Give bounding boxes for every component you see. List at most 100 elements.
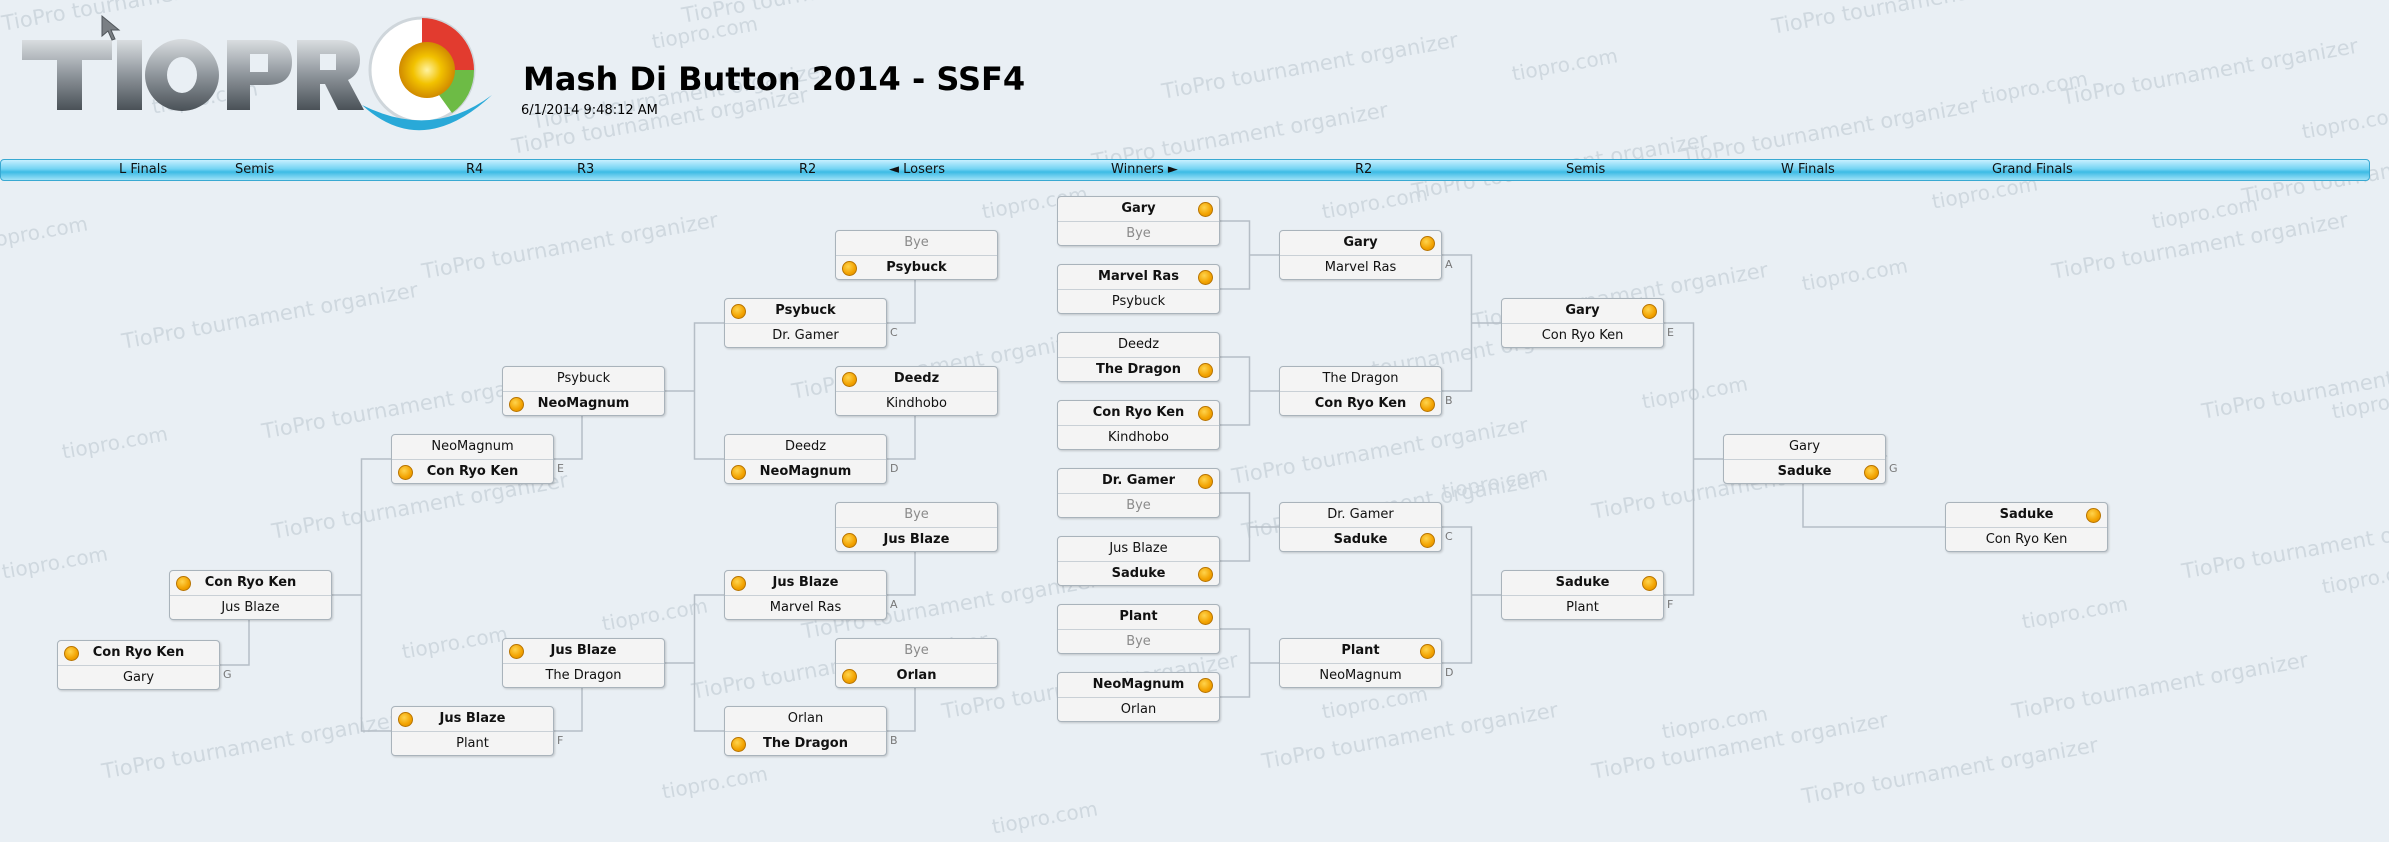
- player-slot[interactable]: Bye: [1058, 221, 1219, 245]
- winner-dot-icon: [509, 644, 524, 659]
- player-slot[interactable]: The Dragon: [503, 663, 664, 687]
- player-slot[interactable]: Kindhobo: [836, 391, 997, 415]
- match-label: F: [557, 734, 564, 747]
- player-slot[interactable]: Gary: [1788, 439, 1821, 454]
- player-slot[interactable]: Saduke: [1280, 527, 1441, 551]
- player-slot[interactable]: NeoMagnum: [431, 439, 514, 454]
- player-slot[interactable]: Dr. Gamer: [1327, 507, 1394, 522]
- player-slot[interactable]: The Dragon: [1322, 371, 1399, 386]
- player-slot[interactable]: Psybuck: [725, 299, 886, 323]
- player-slot[interactable]: Saduke: [1502, 571, 1663, 595]
- player-slot[interactable]: Dr. Gamer: [725, 323, 886, 347]
- player-slot[interactable]: Jus Blaze: [1109, 541, 1168, 556]
- winner-dot-icon: [842, 669, 857, 684]
- player-slot[interactable]: Con Ryo Ken: [170, 571, 331, 595]
- player-slot[interactable]: Con Ryo Ken: [1058, 401, 1219, 425]
- player-slot[interactable]: Psybuck: [556, 371, 611, 386]
- player-slot[interactable]: Kindhobo: [1058, 425, 1219, 449]
- player-slot[interactable]: Jus Blaze: [392, 707, 553, 731]
- player-slot[interactable]: Jus Blaze: [836, 527, 997, 551]
- player-slot[interactable]: NeoMagnum: [1058, 673, 1219, 697]
- player-slot[interactable]: Deedz: [1117, 337, 1160, 352]
- player-slot[interactable]: NeoMagnum: [1280, 663, 1441, 687]
- player-slot[interactable]: Saduke: [1946, 503, 2107, 527]
- winner-dot-icon: [842, 533, 857, 548]
- player-slot[interactable]: Dr. Gamer: [1058, 469, 1219, 493]
- player-slot[interactable]: Bye: [904, 643, 929, 658]
- player-slot[interactable]: Con Ryo Ken: [392, 459, 553, 483]
- player-slot[interactable]: NeoMagnum: [725, 459, 886, 483]
- player-slot[interactable]: Marvel Ras: [1280, 255, 1441, 279]
- player-slot[interactable]: Orlan: [1058, 697, 1219, 721]
- player-slot[interactable]: Gary: [1058, 197, 1219, 221]
- player-slot[interactable]: Con Ryo Ken: [1946, 527, 2107, 551]
- player-slot[interactable]: Marvel Ras: [1058, 265, 1219, 289]
- player-slot[interactable]: Gary: [58, 665, 219, 689]
- player-slot[interactable]: The Dragon: [1058, 357, 1219, 381]
- winner-dot-icon: [1420, 533, 1435, 548]
- player-slot[interactable]: Con Ryo Ken: [1502, 323, 1663, 347]
- player-slot[interactable]: Saduke: [1724, 459, 1885, 483]
- player-slot[interactable]: Con Ryo Ken: [1280, 391, 1441, 415]
- round-label-losers: ◄ Losers: [889, 162, 945, 177]
- player-slot[interactable]: Plant: [1502, 595, 1663, 619]
- player-slot[interactable]: The Dragon: [725, 731, 886, 755]
- player-slot[interactable]: Deedz: [784, 439, 827, 454]
- player-slot[interactable]: NeoMagnum: [503, 391, 664, 415]
- connector-line: [1220, 356, 1251, 426]
- player-slot[interactable]: Plant: [392, 731, 553, 755]
- player-slot[interactable]: Saduke: [1058, 561, 1219, 585]
- player-slot[interactable]: Marvel Ras: [725, 595, 886, 619]
- player-slot[interactable]: Bye: [1058, 493, 1219, 517]
- player-slot[interactable]: Bye: [1058, 629, 1219, 653]
- player-slot[interactable]: Orlan: [836, 663, 997, 687]
- winner-dot-icon: [176, 576, 191, 591]
- player-slot[interactable]: Gary: [1280, 231, 1441, 255]
- player-slot[interactable]: Bye: [904, 235, 929, 250]
- player-slot[interactable]: Jus Blaze: [170, 595, 331, 619]
- player-slot[interactable]: Psybuck: [836, 255, 997, 279]
- player-slot[interactable]: Deedz: [836, 367, 997, 391]
- player-slot[interactable]: Orlan: [787, 711, 824, 726]
- player-slot[interactable]: Plant: [1058, 605, 1219, 629]
- player-slot[interactable]: Jus Blaze: [725, 571, 886, 595]
- player-slot[interactable]: Jus Blaze: [503, 639, 664, 663]
- round-label-grand-finals: Grand Finals: [1992, 162, 2073, 177]
- player-slot[interactable]: Psybuck: [1058, 289, 1219, 313]
- winner-dot-icon: [1198, 610, 1213, 625]
- player-slot[interactable]: Bye: [904, 507, 929, 522]
- player-slot[interactable]: Plant: [1280, 639, 1441, 663]
- player-slot[interactable]: Gary: [1502, 299, 1663, 323]
- player-slot[interactable]: Con Ryo Ken: [58, 641, 219, 665]
